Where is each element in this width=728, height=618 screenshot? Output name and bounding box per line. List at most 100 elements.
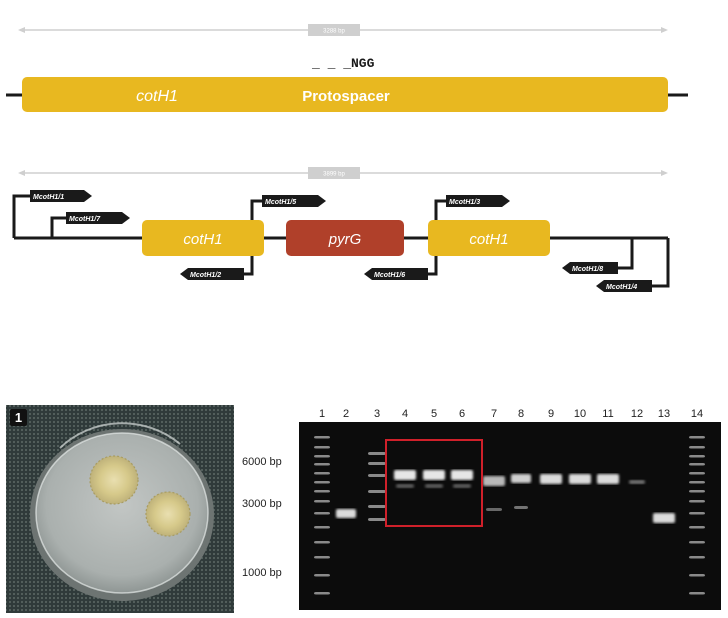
gel-band	[314, 490, 330, 493]
primer-McotH1-4: McotH1/4	[596, 280, 652, 292]
protospacer-label: Protospacer	[302, 88, 390, 105]
marker-label: pyrG	[328, 231, 362, 248]
lane-label: 1	[319, 408, 325, 420]
lane-label: 13	[658, 408, 670, 420]
gel-band	[368, 452, 386, 455]
gel-band	[689, 455, 705, 458]
primer-McotH1-7: McotH1/7	[66, 212, 130, 224]
gel-band	[514, 506, 528, 509]
gel-band	[689, 512, 705, 515]
gel-band	[314, 592, 330, 595]
panel-number-badge	[10, 409, 27, 426]
gel-band	[689, 574, 705, 577]
fungal-colony-1	[90, 456, 138, 504]
gel-band	[689, 463, 705, 466]
svg-text:McotH1/5: McotH1/5	[265, 199, 296, 206]
size-ruler-bottom: 3899 bp	[18, 167, 668, 179]
size-label: 6000 bp	[242, 456, 282, 468]
svg-text:McotH1/2: McotH1/2	[190, 272, 221, 279]
gel-band	[569, 474, 591, 484]
lane-label: 3	[374, 408, 380, 420]
gene-label-top: cotH1	[136, 88, 178, 105]
gene-box-cotH1-left	[142, 220, 264, 256]
gel-band	[314, 455, 330, 458]
size-label: 1000 bp	[242, 567, 282, 579]
gel-band	[540, 474, 562, 484]
gene-box-cotH1-right	[428, 220, 550, 256]
svg-text:McotH1/7: McotH1/7	[69, 216, 101, 223]
gene-label-left: cotH1	[183, 231, 222, 248]
gel-band	[368, 490, 386, 493]
gel-band	[314, 526, 330, 529]
gel-band	[689, 436, 705, 439]
primer-McotH1-8: McotH1/8	[562, 262, 618, 274]
gel-band	[314, 541, 330, 544]
gene-bar-cotH1	[22, 77, 668, 112]
bottom-construct: 3899 bp cotH1 pyrG cotH1 McotH1/1	[12, 167, 670, 292]
primer-McotH1-6: McotH1/6	[364, 268, 428, 280]
lane-label: 9	[548, 408, 554, 420]
gel-band	[629, 480, 645, 484]
gel-band	[368, 505, 386, 508]
gel-band	[368, 518, 386, 521]
lane-label: 12	[631, 408, 643, 420]
gel-band	[597, 474, 619, 484]
primer-McotH1-3: McotH1/3	[446, 195, 510, 207]
gel-band	[423, 470, 445, 480]
lane-label: 7	[491, 408, 497, 420]
gel-band	[483, 476, 505, 486]
plate-photo: 1	[6, 405, 234, 613]
panel-number: 1	[15, 410, 22, 425]
gel-band	[689, 490, 705, 493]
gel-band	[689, 592, 705, 595]
lane-label: 14	[691, 408, 703, 420]
svg-text:McotH1/6: McotH1/6	[374, 272, 405, 279]
gel-band	[396, 484, 414, 488]
gel-band	[425, 484, 443, 488]
size-ruler-top: 3288 bp	[18, 24, 668, 36]
gel-band	[689, 500, 705, 503]
svg-text:McotH1/4: McotH1/4	[606, 284, 637, 291]
fungal-colony-2	[146, 492, 190, 536]
gel-band	[314, 446, 330, 449]
gel-band	[689, 481, 705, 484]
pam-sequence: _ _ _NGG	[311, 56, 375, 71]
highlight-box-lanes-4-6	[385, 439, 483, 527]
gel-band	[336, 509, 356, 518]
gene-label-right: cotH1	[469, 231, 508, 248]
gel-band	[689, 446, 705, 449]
gel-band	[394, 470, 416, 480]
gel-lanes	[314, 436, 705, 595]
lane-label: 4	[402, 408, 408, 420]
gel-band	[314, 556, 330, 559]
svg-text:McotH1/8: McotH1/8	[572, 266, 603, 273]
gel-band	[314, 463, 330, 466]
gel-band	[314, 472, 330, 475]
gel-band	[314, 574, 330, 577]
gel-band	[689, 556, 705, 559]
lane-label: 2	[343, 408, 349, 420]
lane-label: 8	[518, 408, 524, 420]
ruler-label-bottom: 3899 bp	[323, 172, 345, 178]
svg-text:McotH1/1: McotH1/1	[33, 194, 64, 201]
gel-band	[314, 500, 330, 503]
gel-band	[453, 484, 471, 488]
lane-label: 5	[431, 408, 437, 420]
petri-dish-agar	[36, 433, 208, 593]
gel-band	[314, 512, 330, 515]
gel-band	[511, 474, 531, 483]
top-construct: 3288 bp _ _ _NGG cotH1 Protospacer	[6, 24, 688, 112]
locus-lines-bottom	[12, 194, 670, 288]
primer-McotH1-1: McotH1/1	[30, 190, 92, 202]
ruler-label-top: 3288 bp	[323, 29, 345, 35]
gel-band	[689, 541, 705, 544]
gel-band	[689, 472, 705, 475]
primer-McotH1-5: McotH1/5	[262, 195, 326, 207]
gel-band	[486, 508, 502, 511]
lane-label: 11	[602, 408, 613, 420]
gel-band	[451, 470, 473, 480]
gel-band	[368, 462, 386, 465]
